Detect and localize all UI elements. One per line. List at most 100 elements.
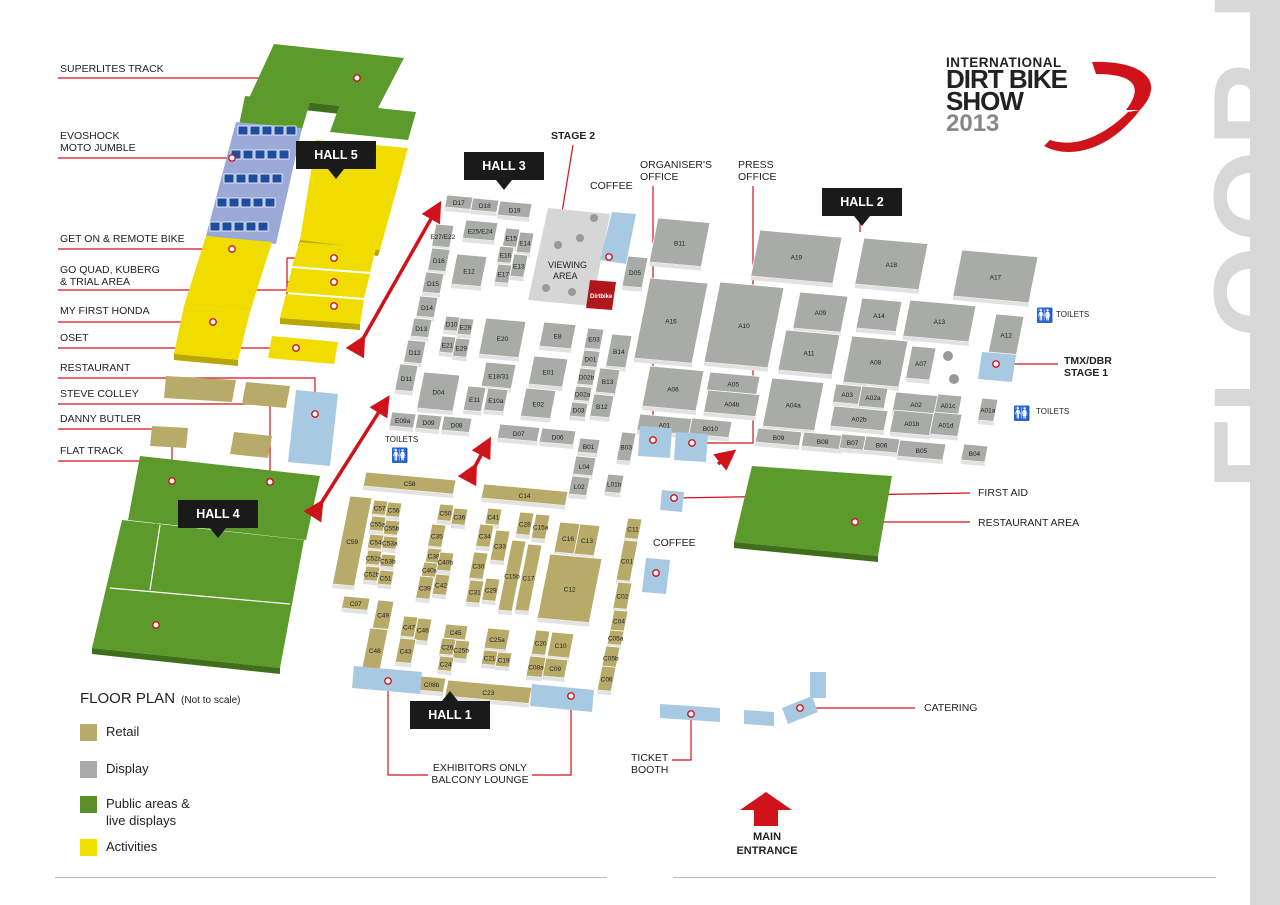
label-tmx-2: STAGE 1	[1064, 367, 1109, 379]
stand-edge	[801, 446, 842, 454]
label-ticket-2: BOOTH	[631, 764, 669, 776]
stand-label: D10	[446, 322, 458, 329]
legend-note: (Not to scale)	[181, 695, 241, 706]
stand-edge	[450, 524, 465, 530]
stand-label: E28	[460, 325, 472, 332]
stand-edge	[470, 210, 497, 217]
stand-label: C09	[549, 666, 561, 673]
stand-edge	[456, 334, 471, 340]
logo-line1: INTERNATIONAL	[946, 55, 1062, 70]
stand-label: D01	[584, 357, 596, 364]
get-on-area	[184, 236, 272, 312]
label-ticket-1: TICKET	[631, 752, 669, 764]
stand-label: C29	[485, 588, 497, 595]
stand-label: C46	[417, 628, 429, 635]
stand-label: C12	[564, 586, 576, 593]
stand-label: D02b	[579, 375, 595, 382]
stand-edge	[415, 428, 440, 435]
stand-label: C35	[431, 534, 443, 541]
stand-label: E15	[505, 236, 517, 243]
stand-edge	[444, 207, 471, 214]
stand-label: C33	[494, 544, 506, 551]
stand-label: A17	[990, 274, 1002, 281]
stand-edge	[520, 416, 551, 423]
pin-marker	[688, 439, 696, 447]
stand-edge	[341, 608, 368, 615]
label-viewing-1: VIEWING	[548, 260, 588, 270]
stand-edge	[481, 498, 566, 510]
stand-label: C08a	[528, 665, 544, 672]
stand-edge	[863, 450, 898, 458]
stand-edge	[436, 520, 451, 526]
stand-label: C53a	[382, 541, 398, 548]
stand-label: C02	[616, 594, 628, 601]
stand-label: A03	[841, 392, 853, 399]
pin-marker	[330, 302, 338, 310]
stand-edge	[441, 430, 470, 437]
label-goquad-1: GO QUAD, KUBERG	[60, 264, 160, 276]
label-evoshock-2: MOTO JUMBLE	[60, 142, 136, 154]
toilet-icons: 🚻 🚻 🚻	[391, 307, 1053, 464]
stand-edge	[569, 416, 586, 422]
stand-edge	[537, 618, 590, 627]
stand-label: D07	[513, 431, 525, 438]
retail-stand-h4a	[242, 382, 290, 408]
stand-label: C16	[562, 536, 574, 543]
moto-jumble-stand	[273, 125, 285, 136]
stand-edge	[539, 442, 574, 450]
stand-label: C42	[435, 583, 447, 590]
stand-edge	[902, 336, 969, 346]
stand-label: E14	[519, 241, 531, 248]
stand-edge	[514, 610, 529, 616]
stand-label: C53b	[380, 559, 396, 566]
stand-edge	[539, 346, 572, 353]
stand-edge	[589, 416, 610, 422]
stand-edge	[463, 410, 482, 416]
label-stage2: STAGE 2	[551, 130, 596, 142]
hall4-area	[92, 376, 338, 674]
stand-label: C55a	[370, 522, 386, 529]
pin-marker	[228, 154, 236, 162]
activities-swatch	[80, 839, 97, 856]
pin-marker	[992, 360, 1000, 368]
pin-marker	[649, 436, 657, 444]
label-balcony-1: EXHIBITORS ONLY	[432, 762, 528, 774]
moto-jumble-stand	[216, 197, 228, 208]
legend-title-text: FLOOR PLAN	[80, 690, 176, 707]
stand-edge	[905, 378, 930, 385]
stand-edge	[839, 448, 864, 455]
stand-edge	[542, 676, 565, 682]
stand-label: C40b	[437, 560, 453, 567]
stand-label: D18	[479, 203, 491, 210]
stand-edge	[531, 538, 546, 544]
goquad-area-3	[280, 294, 364, 324]
stand-label: C23	[482, 690, 494, 697]
pillar-icons	[542, 214, 959, 384]
label-balcony-2: BALCONY LOUNGE	[431, 774, 529, 786]
label-danny-butler: DANNY BUTLER	[60, 413, 141, 425]
stand-label: C45	[450, 630, 462, 637]
stand-label: A13	[934, 319, 946, 326]
label-oset: OSET	[60, 332, 89, 344]
pin-marker	[353, 74, 361, 82]
retail-swatch	[80, 724, 97, 741]
stand-edge	[494, 282, 509, 288]
pin-marker	[384, 677, 392, 685]
stand-edge	[977, 420, 994, 426]
legend-item-activities: Activities	[80, 838, 240, 856]
hall5-green-right	[330, 104, 416, 140]
stand-label: E02	[532, 401, 544, 408]
retail-stand-h4b	[230, 432, 272, 458]
moto-jumble-stand	[266, 149, 278, 160]
stand-edge	[509, 276, 524, 282]
stand-label: C52b	[364, 572, 380, 579]
stand-label: C08b	[424, 682, 440, 689]
moto-jumble-stand	[261, 125, 273, 136]
stand-edge	[528, 384, 563, 392]
legend-item-display: Display	[80, 760, 240, 778]
stand-edge	[451, 284, 481, 291]
stand-label: C19	[498, 658, 510, 665]
side-strip	[1250, 0, 1280, 905]
catering-1	[744, 710, 774, 726]
